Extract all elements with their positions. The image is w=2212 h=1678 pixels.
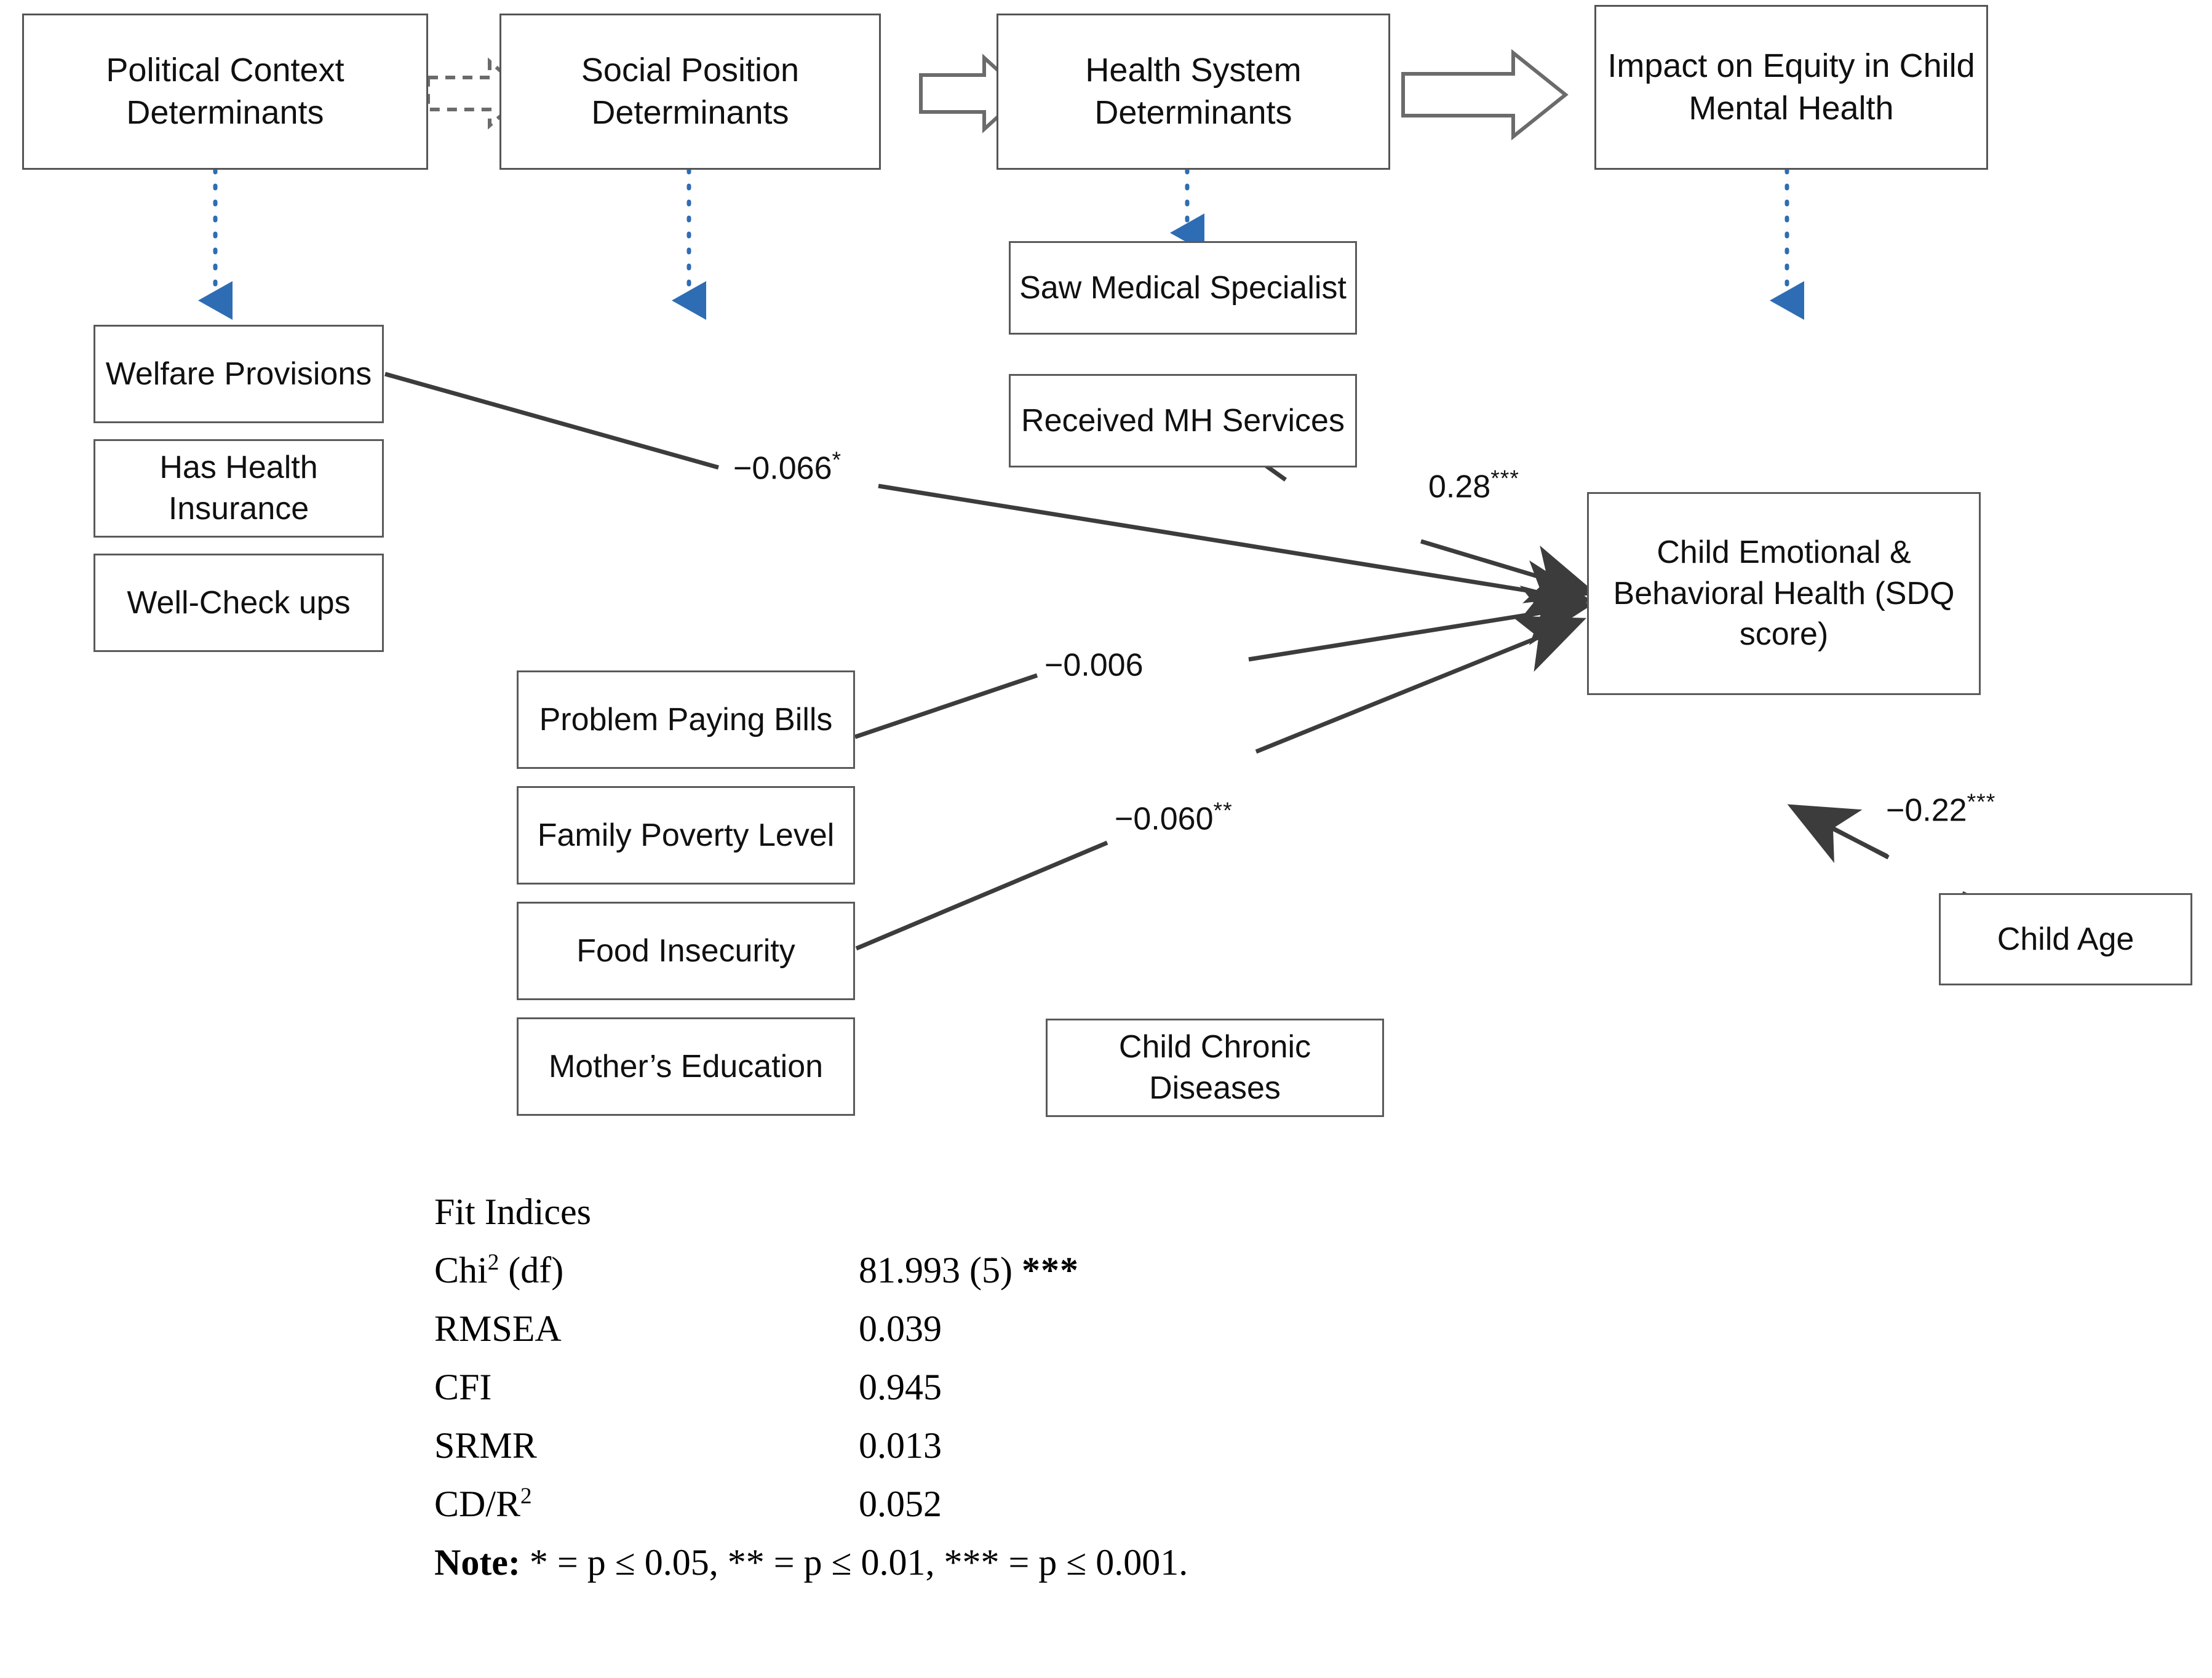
fit-row-stars-chi2: *** [1021, 1250, 1079, 1290]
fit-indices-row: Chi2 (df) 81.993 (5) *** [434, 1249, 1665, 1292]
path-mhservices-seg2 [1420, 539, 1597, 603]
fit-row-value-srmr: 0.013 [859, 1425, 942, 1466]
indicator-box-child-chronic-diseases-label: Child Chronic Diseases [1118, 1029, 1311, 1106]
indicator-box-food-insecurity[interactable]: Food Insecurity [517, 902, 855, 1000]
coefficient-stars-food: ** [1213, 797, 1233, 823]
coefficient-value-food: −0.060 [1115, 801, 1214, 837]
outcome-box-label: Child Emotional & Behavioral Health (SDQ… [1613, 535, 1955, 653]
indicator-box-food-insecurity-label: Food Insecurity [576, 932, 795, 969]
fit-row-key-chi2: Chi2 (df) [434, 1249, 859, 1292]
indicator-box-family-poverty-level-label: Family Poverty Level [537, 817, 835, 853]
indicator-box-problem-paying-bills-label: Problem Paying Bills [539, 701, 833, 738]
fit-indices-row: CFI 0.945 [434, 1366, 1665, 1409]
path-bills-seg1 [854, 673, 1038, 739]
tier-box-social-position-label: Social Position Determinants [581, 51, 800, 131]
fit-row-key-cfi: CFI [434, 1367, 492, 1407]
fit-indices-row: CD/R2 0.052 [434, 1483, 1665, 1525]
indicator-box-child-age[interactable]: Child Age [1939, 893, 2192, 985]
tier-box-health-system-label: Health System Determinants [1085, 51, 1302, 131]
indicator-box-problem-paying-bills[interactable]: Problem Paying Bills [517, 670, 855, 769]
fit-indices-heading: Fit Indices [434, 1191, 591, 1232]
indicator-box-mothers-education[interactable]: Mother’s Education [517, 1017, 855, 1116]
fit-indices-row: RMSEA 0.039 [434, 1308, 1665, 1350]
indicator-box-family-poverty-level[interactable]: Family Poverty Level [517, 786, 855, 885]
tier-box-impact-equity[interactable]: Impact on Equity in Child Mental Health [1594, 5, 1988, 170]
path-childage-arrow [1787, 804, 1890, 864]
path-childage-seg2 [1796, 808, 1888, 859]
indicator-box-saw-medical-specialist[interactable]: Saw Medical Specialist [1009, 241, 1357, 335]
fit-row-key-cd-r2-text: CD/R [434, 1484, 521, 1524]
indicator-box-well-check-ups-label: Well-Check ups [127, 584, 351, 621]
coefficient-value-child-age: −0.22 [1886, 792, 1967, 829]
indicator-box-mothers-education-label: Mother’s Education [548, 1048, 824, 1084]
fit-row-value-rmsea: 0.039 [859, 1308, 942, 1349]
indicator-box-received-mh-services-label: Received MH Services [1021, 402, 1345, 439]
tier-box-political-context-label: Political Context Determinants [106, 51, 344, 131]
fit-indices-block: Fit Indices Chi2 (df) 81.993 (5) *** RMS… [434, 1191, 1665, 1584]
indicator-box-child-age-label: Child Age [1997, 921, 2134, 957]
path-food-seg2 [1255, 616, 1586, 754]
coefficient-stars-child-age: *** [1967, 789, 1996, 814]
fit-row-value-chi2-text: 81.993 (5) [859, 1250, 1013, 1290]
indicator-box-welfare-provisions[interactable]: Welfare Provisions [93, 325, 384, 423]
coefficient-value-bills: −0.006 [1044, 647, 1144, 683]
fit-row-key-chi2-text: Chi [434, 1250, 488, 1290]
path-bills-seg2 [1248, 586, 1593, 662]
coefficient-label-bills: −0.006 [1041, 643, 1147, 684]
fit-indices-row: SRMR 0.013 [434, 1425, 1665, 1467]
significance-note: Note: * = p ≤ 0.05, ** = p ≤ 0.01, *** =… [434, 1541, 1665, 1584]
indicator-box-welfare-provisions-label: Welfare Provisions [105, 356, 372, 392]
significance-note-text: * = p ≤ 0.05, ** = p ≤ 0.01, *** = p ≤ 0… [520, 1542, 1188, 1583]
coefficient-label-child-age: −0.22*** [1882, 789, 2000, 829]
coefficient-value-welfare: −0.066 [733, 450, 832, 487]
tier-box-impact-equity-label: Impact on Equity in Child Mental Health [1607, 47, 1975, 127]
indicator-box-has-health-insurance[interactable]: Has Health Insurance [93, 439, 384, 538]
indicator-box-has-health-insurance-label: Has Health Insurance [159, 450, 318, 527]
coefficient-label-mh-services: 0.28*** [1425, 465, 1523, 506]
tier-box-health-system[interactable]: Health System Determinants [997, 14, 1390, 170]
fit-row-value-cd-r2: 0.052 [859, 1484, 942, 1524]
significance-note-label: Note: [434, 1542, 520, 1583]
block-arrow-healthsystem-to-impact [1401, 49, 1569, 141]
tier-box-political-context[interactable]: Political Context Determinants [22, 14, 428, 170]
path-food-seg1 [855, 840, 1108, 951]
fit-row-key-chi2-suffix: (df) [499, 1250, 564, 1290]
indicator-box-child-chronic-diseases[interactable]: Child Chronic Diseases [1046, 1019, 1384, 1117]
coefficient-label-food: −0.060** [1111, 797, 1236, 838]
fit-row-value-chi2: 81.993 (5) *** [859, 1249, 1665, 1292]
fit-row-key-rmsea: RMSEA [434, 1308, 562, 1349]
indicator-box-saw-medical-specialist-label: Saw Medical Specialist [1019, 269, 1347, 306]
outcome-box-child-emotional-behavioral-health[interactable]: Child Emotional & Behavioral Health (SDQ… [1587, 492, 1981, 695]
fit-row-value-cfi: 0.945 [859, 1367, 942, 1407]
coefficient-value-mh-services: 0.28 [1428, 469, 1491, 505]
fit-row-key-cd-r2-sup: 2 [520, 1484, 532, 1509]
indicator-box-well-check-ups[interactable]: Well-Check ups [93, 554, 384, 652]
coefficient-label-welfare: −0.066* [730, 447, 846, 487]
fit-row-key-cd-r2: CD/R2 [434, 1483, 859, 1525]
indicator-box-received-mh-services[interactable]: Received MH Services [1009, 374, 1357, 467]
fit-row-key-srmr: SRMR [434, 1425, 537, 1466]
coefficient-stars-welfare: * [832, 447, 842, 472]
fit-row-key-chi2-sup: 2 [487, 1250, 499, 1275]
coefficient-stars-mh-services: *** [1490, 465, 1519, 491]
tier-box-social-position[interactable]: Social Position Determinants [499, 14, 881, 170]
path-welfare-seg1 [384, 372, 719, 470]
